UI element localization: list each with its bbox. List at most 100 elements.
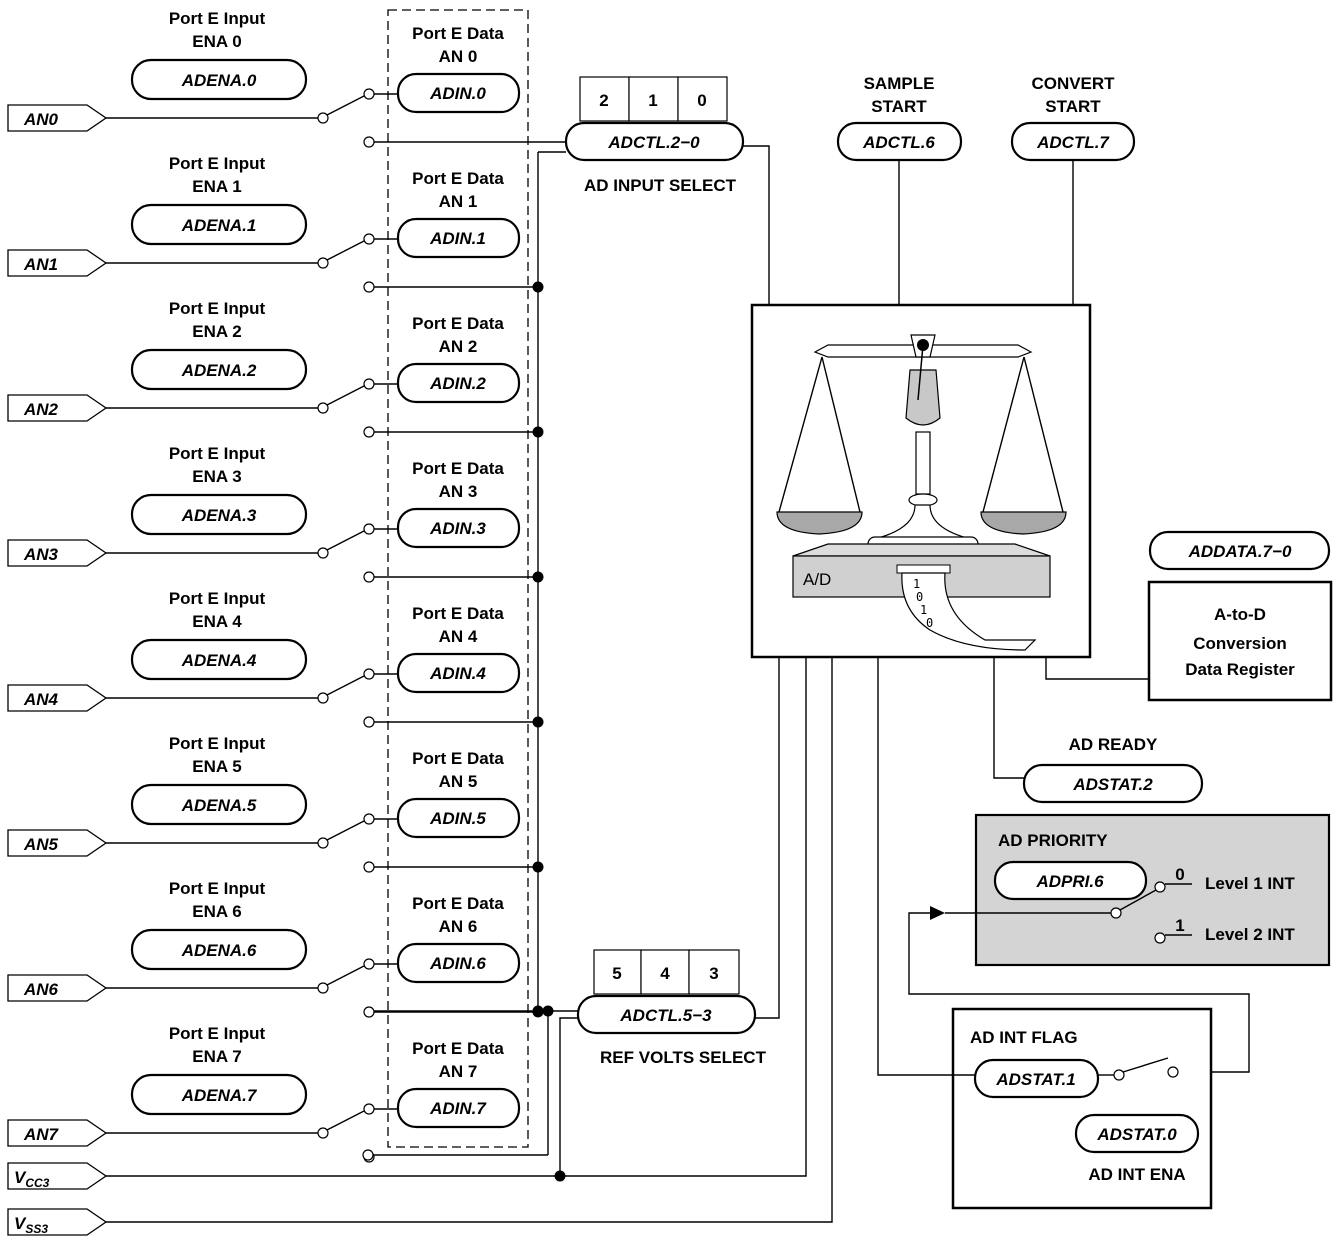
ad-int-flag: AD INT FLAG ADSTAT.1 ADSTAT.0 AD INT ENA bbox=[951, 1007, 1213, 1210]
svg-text:VSS3: VSS3 bbox=[14, 1214, 48, 1236]
data-sub: AN 4 bbox=[439, 627, 478, 646]
data-title: Port E Data bbox=[412, 749, 504, 768]
enable-title: Port E Input bbox=[169, 734, 266, 753]
data-reg: ADIN.3 bbox=[429, 519, 486, 538]
data-sub: AN 5 bbox=[439, 772, 478, 791]
enable-reg: ADENA.3 bbox=[181, 506, 257, 525]
tape-digit-1: 1 bbox=[913, 577, 920, 591]
data-register-line2: Conversion bbox=[1193, 634, 1287, 653]
data-title: Port E Data bbox=[412, 314, 504, 333]
data-reg: ADIN.5 bbox=[429, 809, 486, 828]
data-title: Port E Data bbox=[412, 459, 504, 478]
priority-bit-0: 0 bbox=[1175, 865, 1184, 884]
vss-base: V bbox=[14, 1214, 27, 1233]
data-title: Port E Data bbox=[412, 24, 504, 43]
data-reg: ADIN.7 bbox=[429, 1099, 487, 1118]
ad-priority: AD PRIORITY ADPRI.6 0 Level 1 INT 1 Leve… bbox=[930, 813, 1331, 967]
enable-title: Port E Input bbox=[169, 444, 266, 463]
convert-start-line1: CONVERT bbox=[1031, 74, 1115, 93]
data-reg: ADIN.0 bbox=[429, 84, 486, 103]
data-register: ADDATA.7−0 A-to-D Conversion Data Regist… bbox=[1147, 530, 1333, 702]
enable-title: Port E Input bbox=[169, 1024, 266, 1043]
pin-label: AN5 bbox=[23, 835, 59, 854]
enable-sub: ENA 2 bbox=[192, 322, 241, 341]
data-register-line1: A-to-D bbox=[1214, 605, 1266, 624]
ref-select-reg: ADCTL.5−3 bbox=[619, 1006, 712, 1025]
priority-caption: AD PRIORITY bbox=[998, 831, 1108, 850]
data-sub: AN 1 bbox=[439, 192, 478, 211]
pin-label: AN1 bbox=[23, 255, 58, 274]
vss-pin: VSS3 bbox=[7, 1208, 108, 1236]
int-ena-reg: ADSTAT.0 bbox=[1096, 1125, 1177, 1144]
data-sub: AN 2 bbox=[439, 337, 478, 356]
data-reg: ADIN.2 bbox=[429, 374, 486, 393]
data-reg: ADIN.1 bbox=[429, 229, 486, 248]
int-ena-caption: AD INT ENA bbox=[1088, 1165, 1185, 1184]
ref-select-bit-4: 4 bbox=[660, 964, 670, 983]
sample-start: SAMPLE START ADCTL.6 bbox=[836, 74, 963, 162]
ref-select-register: 5 4 3 ADCTL.5−3 REF VOLTS SELECT bbox=[576, 949, 767, 1067]
vcc-pin: VCC3 bbox=[7, 1162, 108, 1190]
priority-opt1-label: Level 2 INT bbox=[1205, 925, 1295, 944]
data-sub: AN 7 bbox=[439, 1062, 478, 1081]
int-flag-reg: ADSTAT.1 bbox=[995, 1070, 1075, 1089]
enable-title: Port E Input bbox=[169, 589, 266, 608]
enable-reg: ADENA.6 bbox=[181, 941, 257, 960]
enable-title: Port E Input bbox=[169, 299, 266, 318]
enable-reg: ADENA.4 bbox=[181, 651, 257, 670]
enable-title: Port E Input bbox=[169, 879, 266, 898]
paper-tape-icon: 1 0 1 0 bbox=[896, 564, 1037, 651]
enable-sub: ENA 7 bbox=[192, 1047, 241, 1066]
data-title: Port E Data bbox=[412, 169, 504, 188]
int-flag-caption: AD INT FLAG bbox=[970, 1028, 1078, 1047]
input-select-reg: ADCTL.2−0 bbox=[607, 133, 700, 152]
input-select-bit-0: 0 bbox=[697, 91, 706, 110]
data-reg: ADIN.4 bbox=[429, 664, 486, 683]
converter-label: A/D bbox=[803, 570, 831, 589]
input-select-bit-1: 1 bbox=[648, 91, 657, 110]
vss-sub: SS3 bbox=[25, 1222, 48, 1236]
input-select-register: 2 1 0 ADCTL.2−0 AD INPUT SELECT bbox=[564, 76, 745, 195]
data-title: Port E Data bbox=[412, 894, 504, 913]
data-sub: AN 3 bbox=[439, 482, 478, 501]
data-sub: AN 6 bbox=[439, 917, 478, 936]
sample-start-line2: START bbox=[871, 97, 927, 116]
priority-reg: ADPRI.6 bbox=[1035, 872, 1104, 891]
enable-reg: ADENA.0 bbox=[181, 71, 257, 90]
convert-start-line2: START bbox=[1045, 97, 1101, 116]
priority-bit-1: 1 bbox=[1175, 916, 1184, 935]
data-register-line3: Data Register bbox=[1185, 660, 1295, 679]
enable-title: Port E Input bbox=[169, 9, 266, 28]
data-title: Port E Data bbox=[412, 1039, 504, 1058]
port-e-data-group bbox=[387, 9, 529, 1148]
pin-label: AN2 bbox=[23, 400, 59, 419]
tape-digit-2: 0 bbox=[916, 590, 923, 604]
enable-reg: ADENA.2 bbox=[181, 361, 257, 380]
sample-start-reg: ADCTL.6 bbox=[862, 133, 935, 152]
convert-start-reg: ADCTL.7 bbox=[1036, 133, 1110, 152]
enable-reg: ADENA.1 bbox=[181, 216, 257, 235]
ready-reg: ADSTAT.2 bbox=[1072, 775, 1153, 794]
data-reg: ADIN.6 bbox=[429, 954, 486, 973]
convert-start: CONVERT START ADCTL.7 bbox=[1010, 74, 1136, 162]
input-select-caption: AD INPUT SELECT bbox=[584, 176, 737, 195]
data-sub: AN 0 bbox=[439, 47, 478, 66]
tape-digit-3: 1 bbox=[920, 603, 927, 617]
svg-text:VCC3: VCC3 bbox=[14, 1168, 50, 1190]
enable-sub: ENA 1 bbox=[192, 177, 241, 196]
enable-sub: ENA 3 bbox=[192, 467, 241, 486]
input-select-bit-2: 2 bbox=[599, 91, 608, 110]
enable-sub: ENA 6 bbox=[192, 902, 241, 921]
sample-start-line1: SAMPLE bbox=[864, 74, 935, 93]
ad-ready: AD READY ADSTAT.2 bbox=[1022, 735, 1204, 804]
ad-converter: A/D 1 0 1 0 bbox=[750, 303, 1092, 659]
ref-select-bit-5: 5 bbox=[612, 964, 621, 983]
pin-label: AN6 bbox=[23, 980, 59, 999]
